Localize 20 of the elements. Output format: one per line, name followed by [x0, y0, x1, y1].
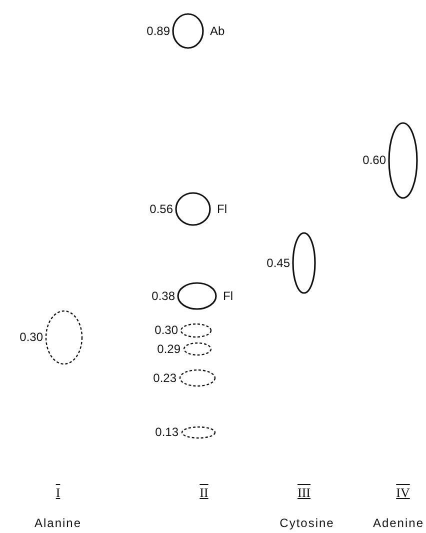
spot-label: Fl [217, 202, 227, 216]
rf-value: 0.60 [362, 153, 386, 167]
lane-number: III [298, 486, 310, 500]
lane-number: II [200, 486, 208, 500]
rf-value: 0.23 [153, 371, 176, 385]
rf-value: 0.29 [157, 342, 180, 356]
lane-number: I [56, 486, 60, 500]
rf-value: 0.45 [266, 256, 290, 270]
lane-number: IV [396, 486, 410, 500]
rf-value: 0.89 [146, 24, 170, 38]
lane-name: Alanine [34, 516, 82, 530]
lane-name: Adenine [372, 516, 424, 530]
rf-value: 0.38 [152, 289, 175, 303]
spot-label: Fl [223, 289, 233, 303]
rf-value: 0.30 [20, 330, 43, 344]
rf-value: 0.30 [154, 323, 178, 337]
rf-value: 0.13 [155, 425, 178, 439]
rf-value: 0.56 [150, 202, 173, 216]
lane-name: Cytosine [280, 516, 334, 530]
spot-label: Ab [210, 24, 225, 38]
